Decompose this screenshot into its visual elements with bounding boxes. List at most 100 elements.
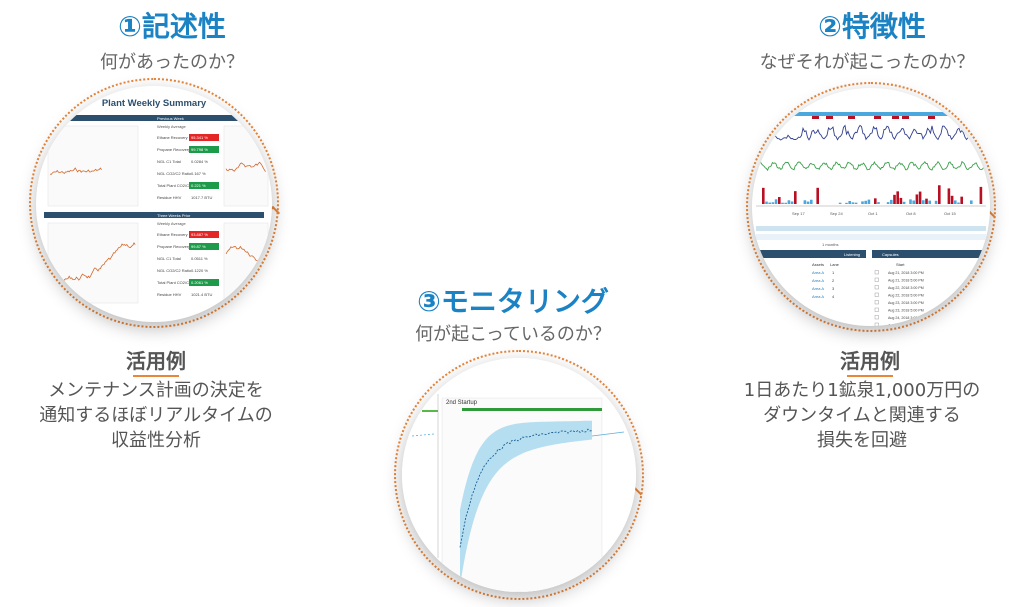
status-cell <box>189 279 219 286</box>
chart-title: 2nd Startup <box>446 400 478 406</box>
summary-row-label: Total Plant CO2/C2 <box>157 280 192 285</box>
bar <box>864 200 867 204</box>
bar <box>947 188 951 204</box>
bar <box>899 197 903 204</box>
summary-row-label: Residue HHV <box>157 292 182 297</box>
section-title-monitoring: ③モニタリング <box>417 285 609 318</box>
asset-cell: Area A <box>812 286 824 291</box>
capsule-start: Aug 23, 2018 5:00 PM <box>888 309 924 313</box>
usecase-title-descriptive: 活用例 <box>126 349 186 373</box>
bar <box>781 202 784 204</box>
capsule-start: Aug 22, 2018 3:00 PM <box>888 286 924 290</box>
bar <box>922 200 925 204</box>
row-checkbox <box>874 307 879 312</box>
row-checkbox <box>874 277 879 282</box>
plant-weekly-summary-preview: Plant Weekly Summary Previous Week Weekl… <box>44 98 269 304</box>
event-marker <box>812 116 819 119</box>
startup-monitoring-preview: 2nd Startup <box>402 358 636 592</box>
summary-row-label: Propane Recovery <box>157 244 190 249</box>
bar <box>845 202 848 204</box>
capsule-start: Aug 21, 2018 5:00 PM <box>888 279 924 283</box>
event-marker <box>902 116 909 119</box>
right-col-start: Start <box>896 262 905 267</box>
summary-row-value: 95.341 % <box>191 135 208 140</box>
usecase-underline <box>847 375 893 377</box>
summary-row-value: 0.0511 % <box>191 256 208 261</box>
bar <box>810 199 813 204</box>
summary-row-label: Total Plant CO2/C2 <box>157 183 192 188</box>
cycle-ring-descriptive <box>29 78 279 328</box>
bar <box>784 202 787 204</box>
timeline-tick: Oct 15 <box>944 211 957 216</box>
bar <box>854 202 858 204</box>
summary-row-value: 0.167 % <box>191 171 206 176</box>
bar <box>912 200 915 204</box>
section-title-diagnostic: ②特徴性 <box>818 10 926 43</box>
bar <box>874 198 877 204</box>
bar <box>816 187 819 204</box>
bar <box>902 201 906 204</box>
bar <box>774 199 778 204</box>
bar <box>877 202 880 204</box>
row-checkbox <box>874 285 879 290</box>
usecase-line-2: ダウンタイムと関連する <box>763 405 961 426</box>
summary-row-label: NGL C1 Total <box>157 256 181 261</box>
usecase-text-diagnostic: 1日あたり1鉱泉1,000万円の ダウンタイムと関連する 損失を回避 <box>712 378 1012 453</box>
bar <box>851 202 855 204</box>
summary-row-value: 0.1220 % <box>191 268 208 273</box>
capsule-start: Aug 24, 2018 3:00 PM <box>888 316 924 320</box>
event-marker <box>826 116 833 119</box>
bar <box>915 194 919 204</box>
summary-row-value: 93.887 % <box>191 232 208 237</box>
right-panel-title: Capsules <box>882 252 899 257</box>
bar <box>954 200 957 204</box>
bar <box>806 201 810 204</box>
cycle-ring-diagnostic <box>746 82 996 332</box>
capsule-start: Aug 23, 2018 3:00 PM <box>888 301 924 305</box>
bar <box>979 186 983 204</box>
bar <box>893 194 896 204</box>
bar <box>790 201 794 204</box>
capsule-start: Aug 22, 2018 5:00 PM <box>888 294 924 298</box>
summary-row-label: NGL CO2/C2 Ratio <box>157 268 192 273</box>
bar <box>867 199 871 204</box>
row-checkbox <box>874 292 879 297</box>
summary-row-value: 99.798 % <box>191 147 208 152</box>
summary-row-label: Residue HHV <box>157 195 182 200</box>
bar <box>896 191 899 204</box>
bar <box>768 202 771 204</box>
section-subtitle-monitoring: 何が起こっているのか？ <box>415 324 611 345</box>
event-marker <box>874 116 881 119</box>
summary-row-label: Ethane Recovery <box>157 135 188 140</box>
status-cell <box>189 134 219 141</box>
block2-header: Three Weeks Prior <box>157 213 191 218</box>
cycle-ring-monitoring <box>394 350 644 600</box>
bar <box>794 191 797 204</box>
report-title: Plant Weekly Summary <box>102 98 207 109</box>
summary-row-label: NGL CO2/C2 Ratio <box>157 171 192 176</box>
report-preview-circle: Plant Weekly Summary Previous Week Weekl… <box>36 86 272 322</box>
usecase-text-descriptive: メンテナンス計画の決定を 通知するほぼリアルタイムの 収益性分析 <box>6 378 306 453</box>
timeline-tick: Oct 8 <box>906 211 916 216</box>
lane-cell: 3 <box>832 286 835 291</box>
bar <box>886 202 890 204</box>
timeline-tick: Oct 1 <box>868 211 878 216</box>
bar <box>771 202 775 204</box>
status-cell <box>189 146 219 153</box>
left-col-lane: Lane <box>830 262 840 267</box>
bar <box>765 201 768 204</box>
bar <box>970 200 973 204</box>
usecase-line-3: 収益性分析 <box>111 430 201 451</box>
bar <box>960 196 963 204</box>
capsule-start: Aug 21, 2018 3:00 PM <box>888 271 924 275</box>
section-title-descriptive: ①記述性 <box>118 10 226 43</box>
row-checkbox <box>874 315 879 320</box>
row-checkbox <box>874 322 879 326</box>
summary-row-label: Ethane Recovery <box>157 232 188 237</box>
row-checkbox <box>874 300 879 305</box>
section-subtitle-descriptive: 何があったのか？ <box>100 52 244 73</box>
status-cell <box>189 243 219 250</box>
event-marker <box>928 116 935 119</box>
asset-cell: Area A <box>812 278 824 283</box>
